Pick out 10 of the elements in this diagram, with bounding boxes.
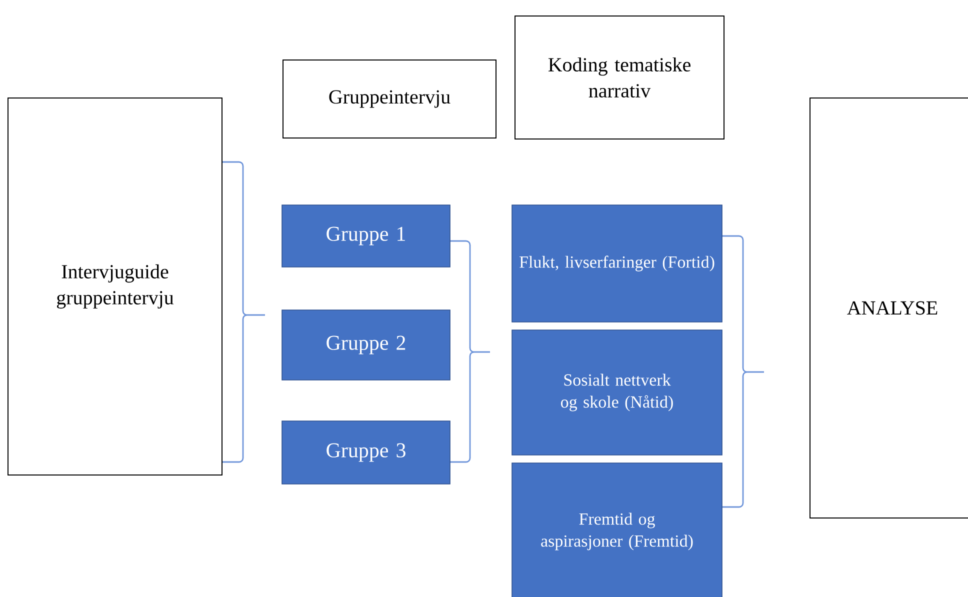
text-box: ANALYSE (810, 98, 968, 518)
category-box: Sosialt nettverk og skole (Nåtid) (512, 330, 722, 456)
category-box: Gruppe 3 (282, 420, 450, 484)
text-box: Gruppeintervju (282, 60, 496, 138)
category-box: Gruppe 2 (282, 310, 450, 380)
text-box: Koding tematiske narrativ (514, 16, 724, 140)
category-box: Fremtid og aspirasjoner (Fremtid) (512, 462, 722, 597)
category-box: Gruppe 1 (282, 204, 450, 268)
text-box: Intervjuguide gruppeintervju (8, 98, 222, 476)
category-box: Flukt, livserfaringer (Fortid) (512, 204, 722, 322)
